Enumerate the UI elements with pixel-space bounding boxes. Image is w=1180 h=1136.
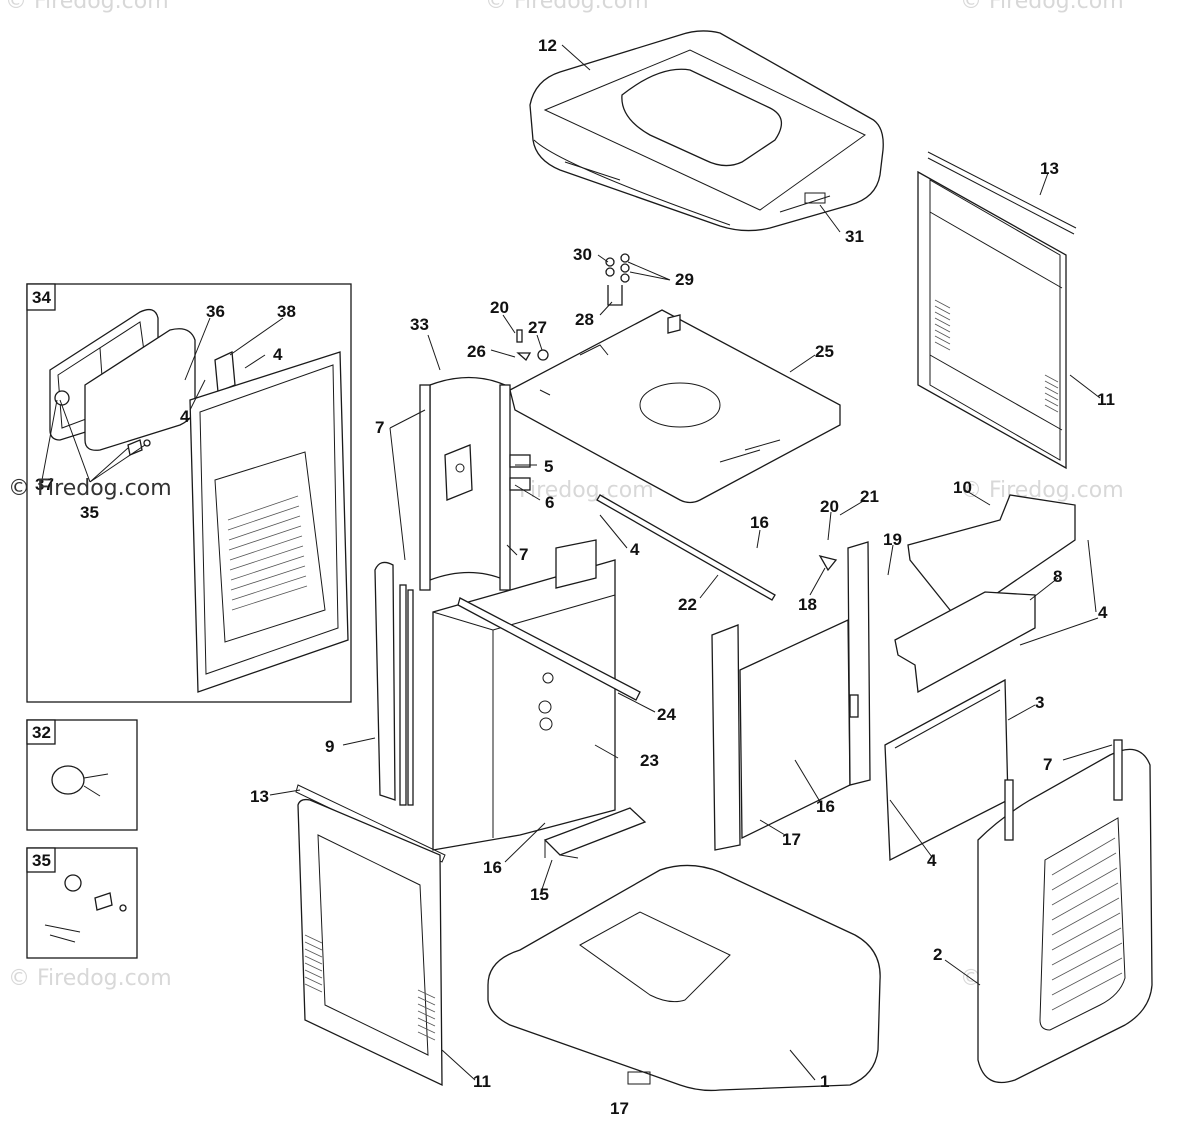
callout-31: 31 bbox=[845, 227, 864, 246]
callout-23: 23 bbox=[640, 751, 659, 770]
part-1-base bbox=[487, 864, 881, 1092]
callout-13-top: 13 bbox=[1040, 159, 1059, 178]
watermark-mid-right: © Firedog.com bbox=[960, 478, 1124, 503]
callout-28: 28 bbox=[575, 310, 594, 329]
callout-4-right: 4 bbox=[1098, 603, 1108, 622]
box-34-label: 34 bbox=[32, 288, 51, 307]
watermark-top-right: © Firedog.com bbox=[960, 0, 1124, 14]
callout-7-mid: 7 bbox=[519, 545, 528, 564]
callout-10: 10 bbox=[953, 478, 972, 497]
part-22-rod bbox=[596, 494, 776, 601]
callout-labels: 12 13 31 30 29 28 20 27 26 25 33 11 7 5 … bbox=[35, 36, 1115, 1118]
callout-21: 21 bbox=[860, 487, 879, 506]
part-9-strip bbox=[374, 561, 414, 806]
callout-17-bottom: 17 bbox=[610, 1099, 629, 1118]
part-12-top-lid bbox=[529, 30, 884, 232]
callout-29: 29 bbox=[675, 270, 694, 289]
callout-9: 9 bbox=[325, 737, 334, 756]
callout-4-low: 4 bbox=[927, 851, 937, 870]
callout-13-left: 13 bbox=[250, 787, 269, 806]
callout-11-low: 11 bbox=[473, 1072, 491, 1091]
callout-8: 8 bbox=[1053, 567, 1062, 586]
callout-4-box-b: 4 bbox=[180, 407, 190, 426]
callout-20-left: 20 bbox=[490, 298, 509, 317]
hardware-20-26-27 bbox=[516, 329, 549, 362]
callout-37: 37 bbox=[35, 475, 54, 494]
callout-11-right: 11 bbox=[1097, 390, 1115, 409]
callout-7-right: 7 bbox=[1043, 755, 1052, 774]
callout-2: 2 bbox=[933, 945, 942, 964]
key-icon bbox=[64, 874, 82, 892]
firedog-watermark-icon: © Firedog.com bbox=[8, 476, 172, 501]
callout-20-right: 20 bbox=[820, 497, 839, 516]
callout-30: 30 bbox=[573, 245, 592, 264]
part-15-bracket bbox=[543, 807, 647, 859]
inset-box-32: 32 bbox=[26, 719, 138, 831]
callout-33: 33 bbox=[410, 315, 429, 334]
part-2-side-panel bbox=[977, 739, 1153, 1084]
inset-box-34: 34 bbox=[26, 283, 352, 703]
callout-4-mid: 4 bbox=[630, 540, 640, 559]
lock-icon bbox=[51, 765, 85, 795]
hardware-28-30 bbox=[605, 253, 630, 306]
callout-36: 36 bbox=[206, 302, 225, 321]
callout-27: 27 bbox=[528, 318, 547, 337]
callout-16-mid: 16 bbox=[750, 513, 769, 532]
callout-5: 5 bbox=[544, 457, 553, 476]
callout-1: 1 bbox=[820, 1072, 829, 1091]
callout-38: 38 bbox=[277, 302, 296, 321]
box-35-label: 35 bbox=[32, 851, 51, 870]
box-32-label: 32 bbox=[32, 723, 51, 742]
callout-22: 22 bbox=[678, 595, 697, 614]
callout-15: 15 bbox=[530, 885, 549, 904]
leader-lines bbox=[41, 44, 1113, 1081]
callout-7-left: 7 bbox=[375, 418, 384, 437]
watermark-top-left: © Firedog.com bbox=[5, 0, 169, 14]
callout-16-right: 16 bbox=[816, 797, 835, 816]
part-10-bracket bbox=[907, 494, 1076, 616]
callout-16-low: 16 bbox=[483, 858, 502, 877]
part-11-front-panel bbox=[295, 784, 446, 1087]
callout-26: 26 bbox=[467, 342, 486, 361]
callout-24: 24 bbox=[657, 705, 676, 724]
callout-3: 3 bbox=[1035, 693, 1044, 712]
callout-4-box-a: 4 bbox=[273, 345, 283, 364]
part-11-right-panel bbox=[917, 151, 1077, 470]
callout-25: 25 bbox=[815, 342, 834, 361]
callout-17: 17 bbox=[782, 830, 801, 849]
callout-12: 12 bbox=[538, 36, 557, 55]
part-8-bracket bbox=[894, 591, 1036, 694]
part-25-base-plate bbox=[509, 309, 841, 504]
part-23-frame bbox=[432, 539, 641, 851]
callout-6: 6 bbox=[545, 493, 554, 512]
part-17-frame bbox=[711, 541, 871, 851]
callout-35-box: 35 bbox=[80, 503, 99, 522]
callout-19: 19 bbox=[883, 530, 902, 549]
watermark-top-mid: © Firedog.com bbox=[485, 0, 649, 14]
inset-box-35: 35 bbox=[26, 847, 138, 959]
watermark-low-left: © Firedog.com bbox=[8, 966, 172, 991]
part-33-column bbox=[419, 376, 531, 591]
callout-18: 18 bbox=[798, 595, 817, 614]
